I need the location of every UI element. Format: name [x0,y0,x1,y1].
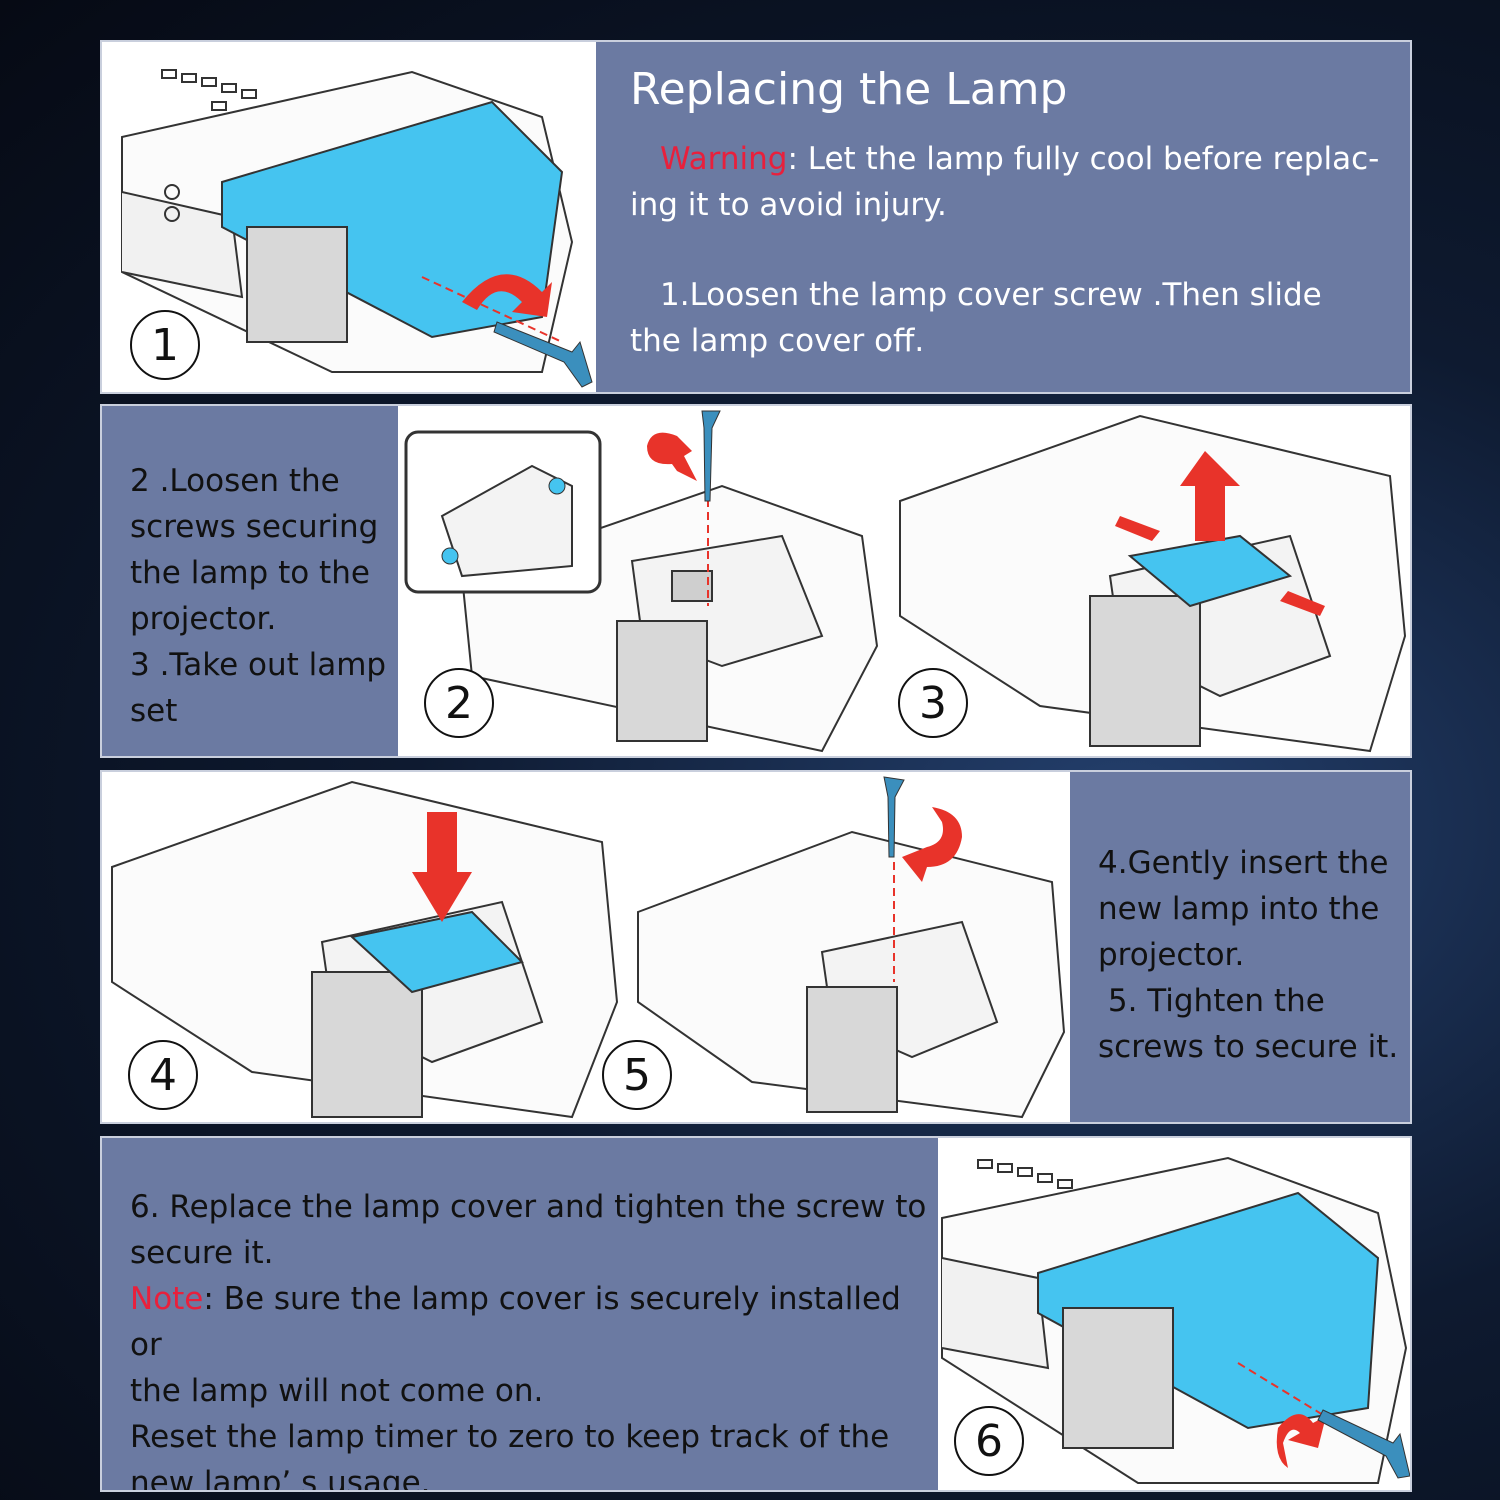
warning-label: Warning [660,141,788,177]
control-buttons-icon [161,69,257,111]
note-line-2: the lamp will not come on. [130,1373,544,1409]
step-2-3-line: 3 .Take out lamp [130,647,387,683]
note-label: Note [130,1281,204,1317]
step-badge-1: 1 [130,310,200,380]
press-arrow-icon [1115,516,1160,541]
step-1-line-1: 1.Loosen the lamp cover screw .Then slid… [660,277,1322,313]
control-buttons-icon [977,1159,1073,1189]
note-text: Note: Be sure the lamp cover is securely… [130,1276,938,1368]
rotate-arrow-icon [462,274,552,317]
rotate-arrow-icon [647,432,697,481]
step-badge-2: 2 [424,668,494,738]
lamp-icon [349,910,524,994]
step-2-3-line: the lamp to the [130,555,370,591]
step-badge-3: 3 [898,668,968,738]
rotate-arrow-icon [1276,1414,1326,1468]
step-4-5-line: screws to secure it. [1098,1029,1399,1065]
lamp-icon [1127,534,1293,608]
step-2-illustration [404,410,879,753]
step-4-illustration [111,780,619,1119]
steps-2-3-panel: 2 .Loosen the screws securing the lamp t… [102,406,398,756]
screwdriver-icon [701,410,721,502]
step-1-line-2: the lamp cover off. [630,323,925,359]
lamp-cover-icon [1037,1191,1380,1430]
step-6-row: 6. Replace the lamp cover and tighten th… [100,1136,1412,1492]
up-arrow-icon [1180,451,1240,541]
warning-body: : Let the lamp fully cool before replac- [787,141,1380,177]
step-6-line-1: 6. Replace the lamp cover and tighten th… [130,1189,927,1225]
steps-2-3-row: 2 .Loosen the screws securing the lamp t… [100,404,1412,758]
step-2-3-line: 2 .Loosen the [130,463,340,499]
step-4-5-line: new lamp into the [1098,891,1380,927]
intro-panel: Replacing the Lamp Warning: Let the lamp… [596,42,1410,392]
step-6-illustration [941,1156,1410,1484]
step-badge-5: 5 [602,1040,672,1110]
screwdriver-icon [493,321,593,388]
warning-text: Warning: Let the lamp fully cool before … [630,136,1410,182]
step-4-5-line: 4.Gently insert the [1098,845,1389,881]
step-6-line-2: secure it. [130,1235,274,1271]
step-2-3-line: set [130,693,178,729]
rotate-arrow-icon [902,807,962,882]
step-5-illustration [637,776,1066,1119]
steps-4-5-row: 4 5 4.Gently insert the new lamp into th… [100,770,1412,1124]
down-arrow-icon [412,812,472,922]
page-title: Replacing the Lamp [630,64,1068,115]
step-1-row: 1 Replacing the Lamp Warning: Let the la… [100,40,1412,394]
step-6-panel: 6. Replace the lamp cover and tighten th… [102,1138,938,1490]
step-4-5-line: 5. Tighten the [1098,983,1325,1019]
press-arrow-icon [1280,591,1325,616]
step-2-3-line: projector. [130,601,277,637]
step-badge-6: 6 [954,1406,1024,1476]
note-body: : Be sure the lamp cover is securely ins… [130,1281,901,1363]
step-badge-4: 4 [128,1040,198,1110]
screwdriver-icon [883,776,905,858]
step-1-illustration [121,69,593,388]
step-2-3-line: screws securing [130,509,379,545]
warning-text-cont: ing it to avoid injury. [630,187,947,223]
reset-line-2: new lamp’ s usage. [130,1465,431,1492]
step-3-illustration [899,414,1407,753]
reset-line-1: Reset the lamp timer to zero to keep tra… [130,1419,890,1455]
steps-4-5-panel: 4.Gently insert the new lamp into the pr… [1070,772,1410,1122]
step-4-5-line: projector. [1098,937,1245,973]
screwdriver-icon [1317,1409,1410,1479]
